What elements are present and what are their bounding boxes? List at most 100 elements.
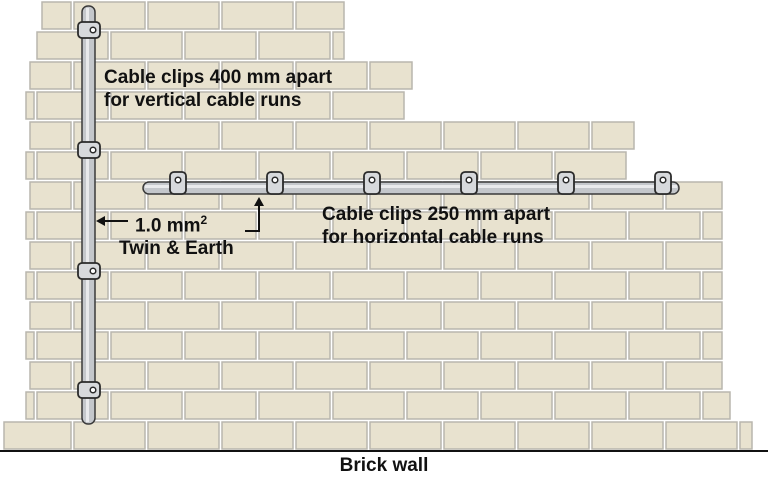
brick <box>221 61 294 90</box>
brick <box>41 1 72 30</box>
brick <box>591 241 664 270</box>
cable-clip <box>77 21 101 39</box>
cable-type: Twin & Earth <box>119 238 234 260</box>
arrow-left-icon <box>96 216 128 226</box>
brick <box>369 241 442 270</box>
brick <box>184 151 257 180</box>
brick <box>36 211 109 240</box>
brick <box>517 301 590 330</box>
brick <box>25 271 35 300</box>
brick <box>332 391 405 420</box>
brick <box>628 211 701 240</box>
brick <box>443 241 516 270</box>
brick <box>221 361 294 390</box>
brick <box>25 211 35 240</box>
brick <box>369 301 442 330</box>
brick <box>258 31 331 60</box>
vertical-note-line1: Cable clips 400 mm apart <box>104 67 333 88</box>
brick <box>480 271 553 300</box>
horizontal-note-line1: Cable clips 250 mm apart <box>322 204 551 225</box>
brick <box>295 421 368 450</box>
brick <box>554 211 627 240</box>
brick <box>110 391 183 420</box>
cable-clip <box>363 171 381 195</box>
brick <box>110 271 183 300</box>
brick <box>591 421 664 450</box>
brick <box>443 301 516 330</box>
cable-size-superscript: 2 <box>200 213 208 227</box>
cable-clip <box>460 171 478 195</box>
brick <box>25 391 35 420</box>
brick <box>332 271 405 300</box>
brick <box>110 31 183 60</box>
vertical-cable-clips <box>77 21 101 399</box>
brick <box>591 301 664 330</box>
brick <box>110 331 183 360</box>
brick <box>554 391 627 420</box>
brick <box>702 391 731 420</box>
brick <box>295 301 368 330</box>
cable-type-label: 1.0 mm2 Twin & Earth <box>119 209 234 260</box>
brick <box>184 211 257 240</box>
cable-size: 1.0 mm <box>135 215 201 237</box>
brick <box>406 271 479 300</box>
brick <box>258 331 331 360</box>
brick <box>184 271 257 300</box>
cable-clip <box>77 141 101 159</box>
brick <box>29 241 72 270</box>
brick <box>29 121 72 150</box>
brick <box>406 391 479 420</box>
brick <box>443 121 516 150</box>
cable-clip <box>77 381 101 399</box>
brick <box>517 361 590 390</box>
brick <box>147 1 220 30</box>
horizontal-note-line2: for horizontal cable runs <box>322 227 544 248</box>
brick <box>554 271 627 300</box>
brick <box>36 331 109 360</box>
brick <box>369 61 413 90</box>
brick <box>29 301 72 330</box>
brick <box>369 361 442 390</box>
brick <box>628 331 701 360</box>
brick <box>36 91 109 120</box>
cable-clip <box>169 171 187 195</box>
brick <box>332 31 345 60</box>
brick <box>369 421 442 450</box>
brick <box>221 241 294 270</box>
brick <box>665 421 738 450</box>
brick <box>147 361 220 390</box>
brick <box>147 61 220 90</box>
brick <box>554 331 627 360</box>
brick <box>591 121 635 150</box>
brick <box>443 421 516 450</box>
cable-clip <box>266 171 284 195</box>
brick <box>184 91 257 120</box>
brick <box>739 421 753 450</box>
horizontal-clip-note: Cable clips 250 mm apart for horizontal … <box>322 203 550 249</box>
brick <box>480 151 553 180</box>
brick <box>628 391 701 420</box>
brick <box>480 211 553 240</box>
brick <box>110 91 183 120</box>
brick <box>332 91 405 120</box>
brick <box>702 331 723 360</box>
brick <box>258 271 331 300</box>
brick <box>443 361 516 390</box>
diagram-caption: Brick wall <box>339 455 429 476</box>
horizontal-cable <box>142 181 680 195</box>
brick <box>73 421 146 450</box>
brick <box>480 391 553 420</box>
brick <box>25 151 35 180</box>
brick <box>406 211 479 240</box>
brick <box>147 421 220 450</box>
brick <box>480 331 553 360</box>
arrow-up-icon <box>245 197 264 232</box>
horizontal-cable-clips <box>169 171 672 195</box>
brick <box>147 241 220 270</box>
vertical-note-line2: for vertical cable runs <box>104 90 302 111</box>
brick <box>295 361 368 390</box>
brick <box>3 421 72 450</box>
brick <box>517 421 590 450</box>
brick <box>295 241 368 270</box>
